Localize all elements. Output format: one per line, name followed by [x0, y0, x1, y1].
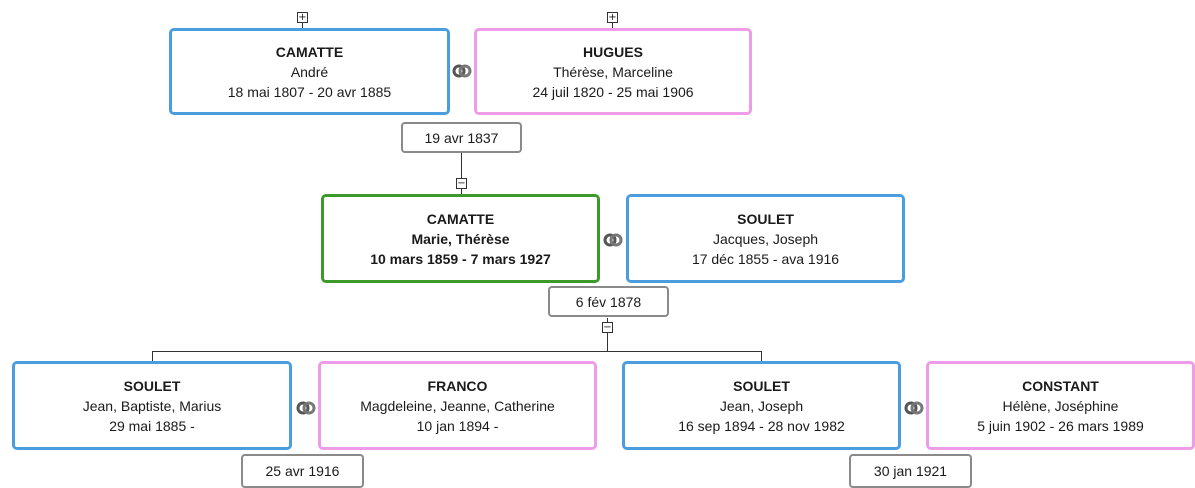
connector-line — [607, 318, 608, 352]
person-card-soulet-jean-joseph[interactable]: SOULET Jean, Joseph 16 sep 1894 - 28 nov… — [622, 361, 901, 450]
person-surname: FRANCO — [427, 377, 488, 394]
rings-icon — [296, 401, 316, 415]
connector-line — [152, 351, 762, 352]
person-given-names: Hélène, Joséphine — [1002, 397, 1119, 414]
person-life-dates: 18 mai 1807 - 20 avr 1885 — [227, 83, 392, 100]
connector-line — [761, 351, 762, 363]
connector-line — [152, 351, 153, 363]
person-given-names: Jean, Joseph — [719, 397, 804, 414]
person-surname: SOULET — [123, 377, 181, 394]
expand-ancestors-toggle[interactable]: + — [607, 12, 618, 23]
person-card-franco-magdeleine[interactable]: FRANCO Magdeleine, Jeanne, Catherine 10 … — [318, 361, 597, 450]
person-life-dates: 16 sep 1894 - 28 nov 1982 — [678, 417, 845, 434]
person-card-constant-helene[interactable]: CONSTANT Hélène, Joséphine 5 juin 1902 -… — [926, 361, 1195, 450]
person-life-dates: 29 mai 1885 - — [109, 417, 195, 434]
person-life-dates: 24 juil 1820 - 25 mai 1906 — [532, 83, 694, 100]
person-card-soulet-jean-baptiste[interactable]: SOULET Jean, Baptiste, Marius 29 mai 188… — [12, 361, 292, 450]
person-given-names: Jacques, Joseph — [712, 230, 819, 247]
rings-icon — [603, 233, 623, 247]
marriage-date-box[interactable]: 30 jan 1921 — [849, 454, 972, 488]
person-surname: CAMATTE — [426, 210, 495, 227]
connector-line — [461, 152, 462, 196]
person-given-names: André — [290, 63, 329, 80]
marriage-date-box[interactable]: 19 avr 1837 — [401, 122, 522, 153]
person-life-dates: 10 mars 1859 - 7 mars 1927 — [370, 250, 551, 267]
collapse-toggle[interactable]: − — [602, 322, 613, 333]
person-given-names: Jean, Baptiste, Marius — [82, 397, 222, 414]
marriage-date-box[interactable]: 6 fév 1878 — [548, 286, 669, 317]
collapse-toggle[interactable]: − — [456, 178, 467, 189]
person-given-names: Marie, Thérèse — [411, 230, 510, 247]
rings-icon — [904, 401, 924, 415]
expand-ancestors-toggle[interactable]: + — [297, 12, 308, 23]
person-card-hugues-therese[interactable]: HUGUES Thérèse, Marceline 24 juil 1820 -… — [474, 28, 752, 115]
person-surname: SOULET — [737, 210, 794, 227]
person-surname: CAMATTE — [275, 43, 344, 60]
person-given-names: Thérèse, Marceline — [553, 63, 673, 80]
person-surname: HUGUES — [583, 43, 643, 60]
person-card-camatte-andre[interactable]: CAMATTE André 18 mai 1807 - 20 avr 1885 — [169, 28, 450, 115]
rings-icon — [452, 64, 472, 78]
person-surname: SOULET — [733, 377, 790, 394]
person-surname: CONSTANT — [1022, 377, 1099, 394]
person-given-names: Magdeleine, Jeanne, Catherine — [360, 397, 555, 414]
person-card-soulet-jacques[interactable]: SOULET Jacques, Joseph 17 déc 1855 - ava… — [626, 194, 905, 283]
person-life-dates: 5 juin 1902 - 26 mars 1989 — [977, 417, 1144, 434]
marriage-date-box[interactable]: 25 avr 1916 — [241, 454, 364, 488]
person-life-dates: 10 jan 1894 - — [416, 417, 499, 434]
person-card-camatte-marie[interactable]: CAMATTE Marie, Thérèse 10 mars 1859 - 7 … — [321, 194, 600, 283]
person-life-dates: 17 déc 1855 - ava 1916 — [691, 250, 840, 267]
